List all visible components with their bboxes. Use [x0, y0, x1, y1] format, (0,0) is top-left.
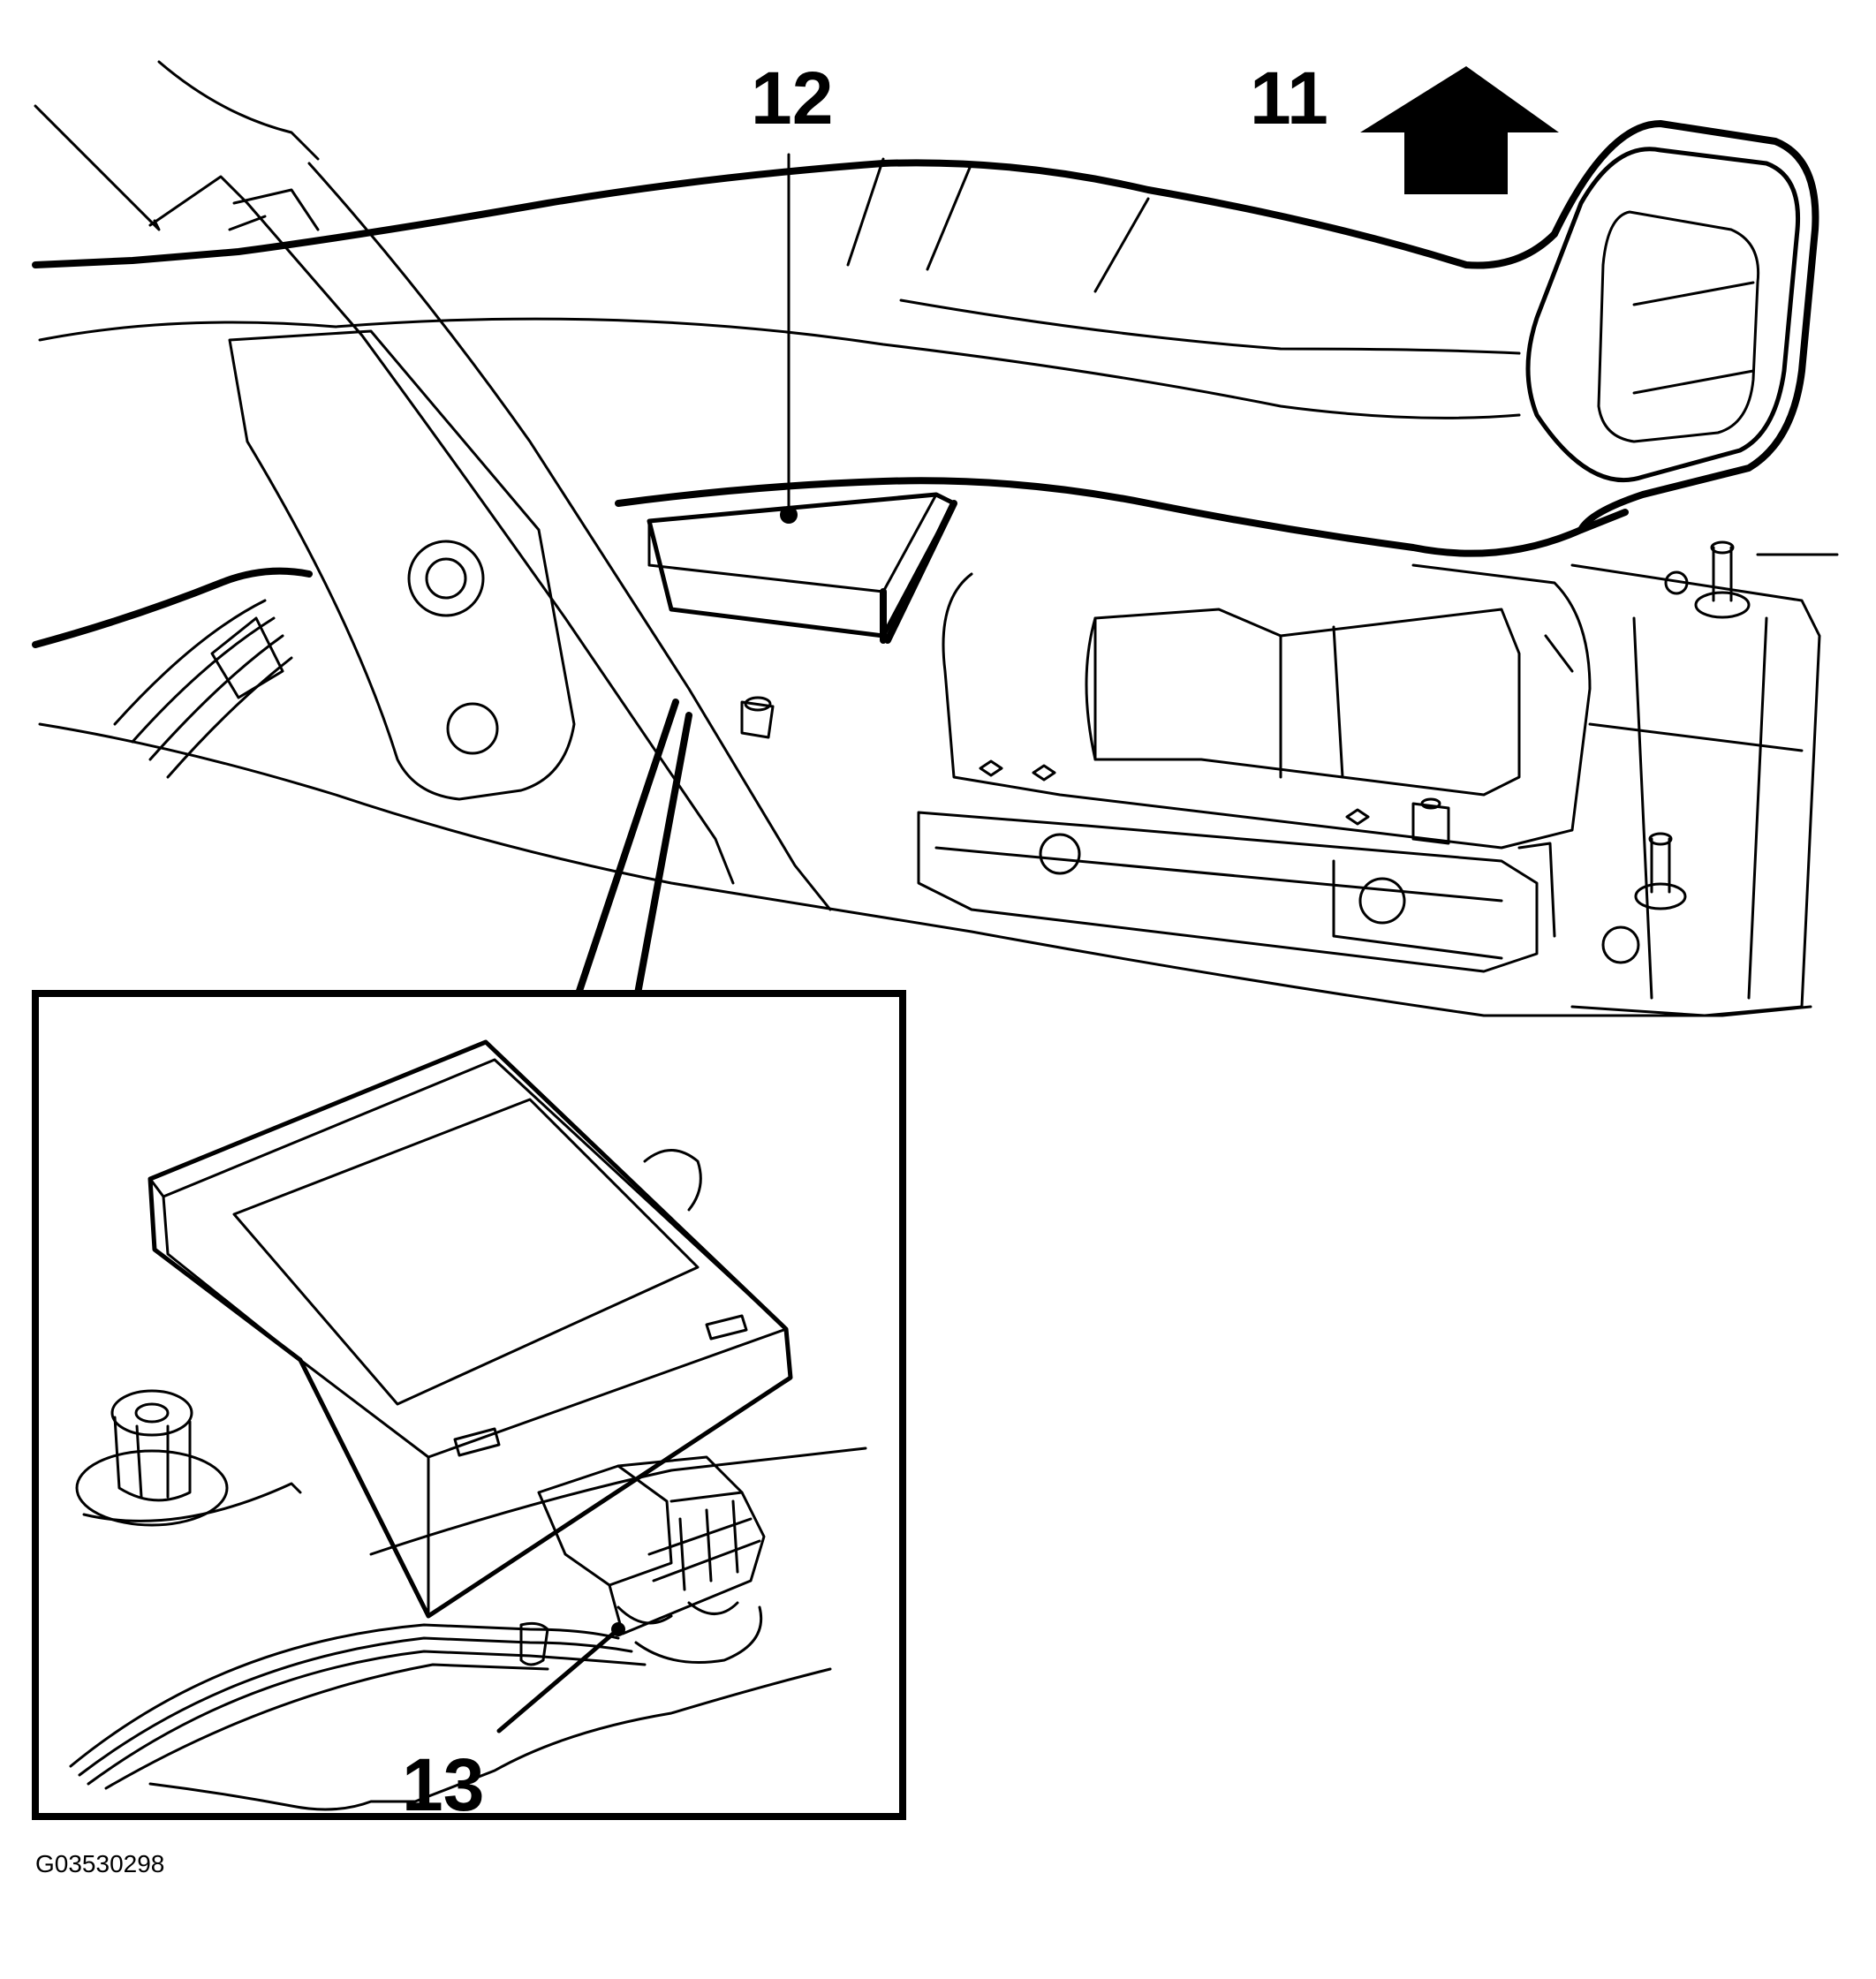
base-hole-right	[1358, 877, 1406, 925]
air-duct-outline	[1551, 120, 1819, 533]
mid-contour-1	[38, 317, 1521, 419]
inset-module-front	[162, 1195, 788, 1618]
callout-11: 11	[1250, 57, 1328, 140]
air-duct-opening	[1597, 210, 1760, 443]
clip-pin	[228, 188, 320, 231]
bracket-bolt	[407, 540, 485, 617]
air-duct-rim	[1525, 147, 1801, 483]
inset-module-tab-icons	[453, 1314, 748, 1457]
inset-frame	[32, 990, 906, 1820]
stud-top-right	[1694, 540, 1751, 619]
side-rail-inner	[1632, 616, 1768, 1000]
bracket-hole	[446, 702, 499, 755]
nut-center	[1411, 797, 1450, 845]
lever-arm-edge	[307, 162, 832, 911]
inset-mounting-ear	[643, 1149, 702, 1212]
wiring-harness-left	[113, 599, 293, 779]
inset-connector-13	[537, 1455, 766, 1635]
inset-cable-loop	[634, 1605, 763, 1664]
upper-panel-outline	[32, 159, 1558, 269]
harness-clip	[210, 616, 284, 699]
control-module-12-top	[647, 493, 938, 593]
inset-detail	[32, 990, 906, 1820]
console-base-inner	[934, 846, 1503, 960]
base-slot	[1517, 842, 1556, 938]
lever-arm	[34, 60, 735, 885]
detail-pointer	[575, 699, 692, 997]
inset-base-contour	[82, 1446, 867, 1556]
lower-panel-outline	[32, 477, 1629, 648]
inset-hex-nut	[75, 1389, 229, 1527]
bolt-mid-left	[740, 696, 775, 739]
console-bracket	[942, 563, 1592, 850]
duct-surface-line	[846, 157, 1150, 293]
figure-code: G03530298	[35, 1850, 164, 1877]
console-base	[917, 811, 1539, 973]
base-hole-left	[1039, 833, 1081, 875]
air-duct-rib	[1632, 281, 1755, 395]
up-arrow-icon	[1360, 66, 1559, 194]
control-module-12	[647, 492, 957, 638]
callout-13: 13	[402, 1743, 484, 1826]
rail-hole	[1664, 570, 1689, 595]
console-block	[1085, 616, 1344, 779]
bracket-plate	[228, 329, 576, 801]
inset-cable-sleeve	[519, 1621, 549, 1666]
inset-module-label	[232, 1098, 700, 1406]
mid-contour-3	[899, 298, 1521, 355]
mid-contour-2	[38, 722, 1812, 1017]
inset-module-body	[148, 1039, 793, 1619]
small-holes	[979, 759, 1370, 826]
main-assembly-view	[32, 60, 1839, 1017]
bracket-bolt-inner	[425, 557, 467, 600]
rail-hole-2	[1601, 925, 1640, 964]
stud-bottom-right	[1634, 832, 1687, 910]
side-rail	[1544, 563, 1821, 1017]
callout-12: 12	[751, 57, 833, 140]
inset-floor-contour	[148, 1667, 832, 1811]
control-module-12-side	[880, 500, 957, 644]
console-tray	[1093, 608, 1521, 797]
inset-cable-bundle	[69, 1623, 647, 1790]
inset-module-top-edge	[148, 1058, 788, 1331]
